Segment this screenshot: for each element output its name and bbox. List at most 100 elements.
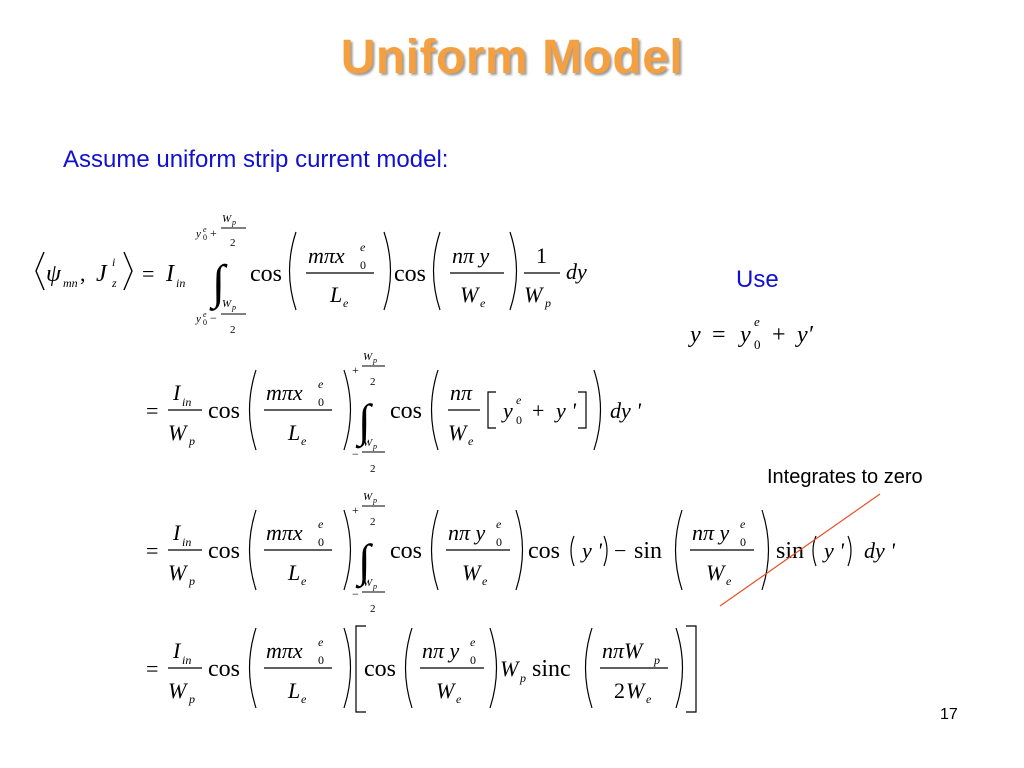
svg-text:W: W bbox=[460, 282, 480, 307]
svg-text:2: 2 bbox=[230, 324, 236, 336]
svg-text:0: 0 bbox=[203, 318, 207, 327]
svg-text:2: 2 bbox=[230, 237, 236, 249]
svg-text:p: p bbox=[231, 218, 236, 227]
svg-text:L: L bbox=[287, 560, 300, 585]
svg-text:W: W bbox=[436, 678, 456, 703]
svg-text:dy ': dy ' bbox=[610, 398, 641, 423]
svg-text:cos: cos bbox=[364, 656, 396, 682]
svg-text:2: 2 bbox=[370, 463, 376, 475]
svg-text:p: p bbox=[372, 496, 377, 505]
svg-text:∫: ∫ bbox=[209, 256, 228, 311]
svg-text:y′: y′ bbox=[795, 322, 814, 348]
svg-text:L: L bbox=[329, 282, 342, 307]
svg-text:2: 2 bbox=[370, 376, 376, 388]
svg-text:p: p bbox=[519, 671, 526, 685]
svg-text:cos: cos bbox=[394, 261, 426, 287]
svg-text:cos: cos bbox=[208, 398, 240, 424]
svg-text:0: 0 bbox=[740, 535, 746, 549]
svg-text:W: W bbox=[500, 656, 520, 681]
svg-text:mπx: mπx bbox=[308, 243, 345, 268]
svg-text:0: 0 bbox=[516, 413, 522, 427]
svg-text:=: = bbox=[142, 261, 154, 286]
svg-text:e: e bbox=[203, 225, 207, 234]
svg-text:0: 0 bbox=[318, 395, 324, 409]
svg-text:=: = bbox=[146, 538, 158, 563]
svg-text:e: e bbox=[301, 574, 307, 588]
svg-text:mπx: mπx bbox=[266, 380, 303, 405]
svg-text:p: p bbox=[188, 434, 195, 448]
svg-text:in: in bbox=[182, 653, 191, 667]
svg-text:cos: cos bbox=[208, 538, 240, 564]
svg-text:y: y bbox=[195, 313, 201, 325]
svg-text:=: = bbox=[146, 398, 158, 423]
svg-text:nπ: nπ bbox=[450, 380, 473, 405]
svg-text:e: e bbox=[468, 434, 474, 448]
svg-text:1: 1 bbox=[536, 243, 547, 268]
svg-text:W: W bbox=[168, 560, 188, 585]
svg-text:L: L bbox=[287, 678, 300, 703]
svg-text:W: W bbox=[222, 213, 232, 225]
svg-text:W: W bbox=[363, 351, 373, 363]
svg-text:+: + bbox=[532, 398, 544, 423]
svg-text:,: , bbox=[80, 261, 86, 286]
svg-text:−: − bbox=[352, 587, 359, 601]
svg-text:cos: cos bbox=[528, 538, 560, 564]
svg-text:I: I bbox=[172, 520, 182, 545]
svg-text:dy: dy bbox=[566, 259, 587, 284]
svg-text:e: e bbox=[754, 314, 760, 329]
svg-text:+: + bbox=[352, 363, 359, 377]
svg-text:y: y bbox=[738, 322, 751, 348]
svg-text:e: e bbox=[646, 692, 652, 706]
svg-text:in: in bbox=[182, 535, 191, 549]
svg-text:e: e bbox=[516, 393, 522, 407]
use-label: Use bbox=[736, 266, 779, 293]
svg-text:e: e bbox=[496, 517, 502, 531]
svg-text:−: − bbox=[210, 311, 217, 325]
svg-text:0: 0 bbox=[360, 258, 366, 272]
svg-text:nπ y: nπ y bbox=[692, 520, 730, 545]
page-number: 17 bbox=[940, 706, 958, 723]
svg-text:e: e bbox=[203, 310, 207, 319]
svg-text:mπx: mπx bbox=[266, 638, 303, 663]
svg-text:+: + bbox=[352, 503, 359, 517]
svg-text:W: W bbox=[168, 678, 188, 703]
svg-text:nπ y: nπ y bbox=[452, 243, 490, 268]
lead-text: Assume uniform strip current model: bbox=[63, 146, 449, 173]
svg-text:sinc: sinc bbox=[532, 656, 571, 682]
svg-text:+: + bbox=[210, 226, 217, 240]
svg-text:cos: cos bbox=[250, 261, 282, 287]
svg-text:W: W bbox=[363, 437, 373, 449]
svg-text:0: 0 bbox=[318, 653, 324, 667]
svg-text:y: y bbox=[501, 398, 513, 423]
svg-text:W: W bbox=[706, 560, 726, 585]
svg-text:cos: cos bbox=[390, 538, 422, 564]
svg-text:e: e bbox=[360, 240, 366, 254]
svg-text:e: e bbox=[482, 574, 488, 588]
svg-text:L: L bbox=[287, 420, 300, 445]
svg-text:dy ': dy ' bbox=[864, 538, 895, 563]
svg-text:e: e bbox=[301, 692, 307, 706]
svg-text:0: 0 bbox=[470, 653, 476, 667]
svg-text:e: e bbox=[318, 377, 324, 391]
svg-text:+: + bbox=[772, 322, 786, 348]
svg-text:cos: cos bbox=[390, 398, 422, 424]
svg-text:in: in bbox=[176, 276, 185, 290]
svg-text:p: p bbox=[653, 653, 660, 667]
svg-text:W: W bbox=[524, 282, 544, 307]
svg-text:W: W bbox=[626, 678, 646, 703]
svg-text:W: W bbox=[363, 577, 373, 589]
svg-text:i: i bbox=[112, 255, 115, 269]
svg-text:−: − bbox=[614, 538, 626, 563]
svg-text:W: W bbox=[168, 420, 188, 445]
svg-text:e: e bbox=[726, 574, 732, 588]
svg-text:=: = bbox=[712, 322, 726, 348]
annotation-integrates-to-zero: Integrates to zero bbox=[767, 466, 923, 488]
svg-text:z: z bbox=[111, 276, 117, 290]
slide-title: Uniform Model bbox=[340, 31, 684, 84]
svg-text:nπ y: nπ y bbox=[422, 638, 460, 663]
svg-text:2: 2 bbox=[614, 678, 625, 703]
